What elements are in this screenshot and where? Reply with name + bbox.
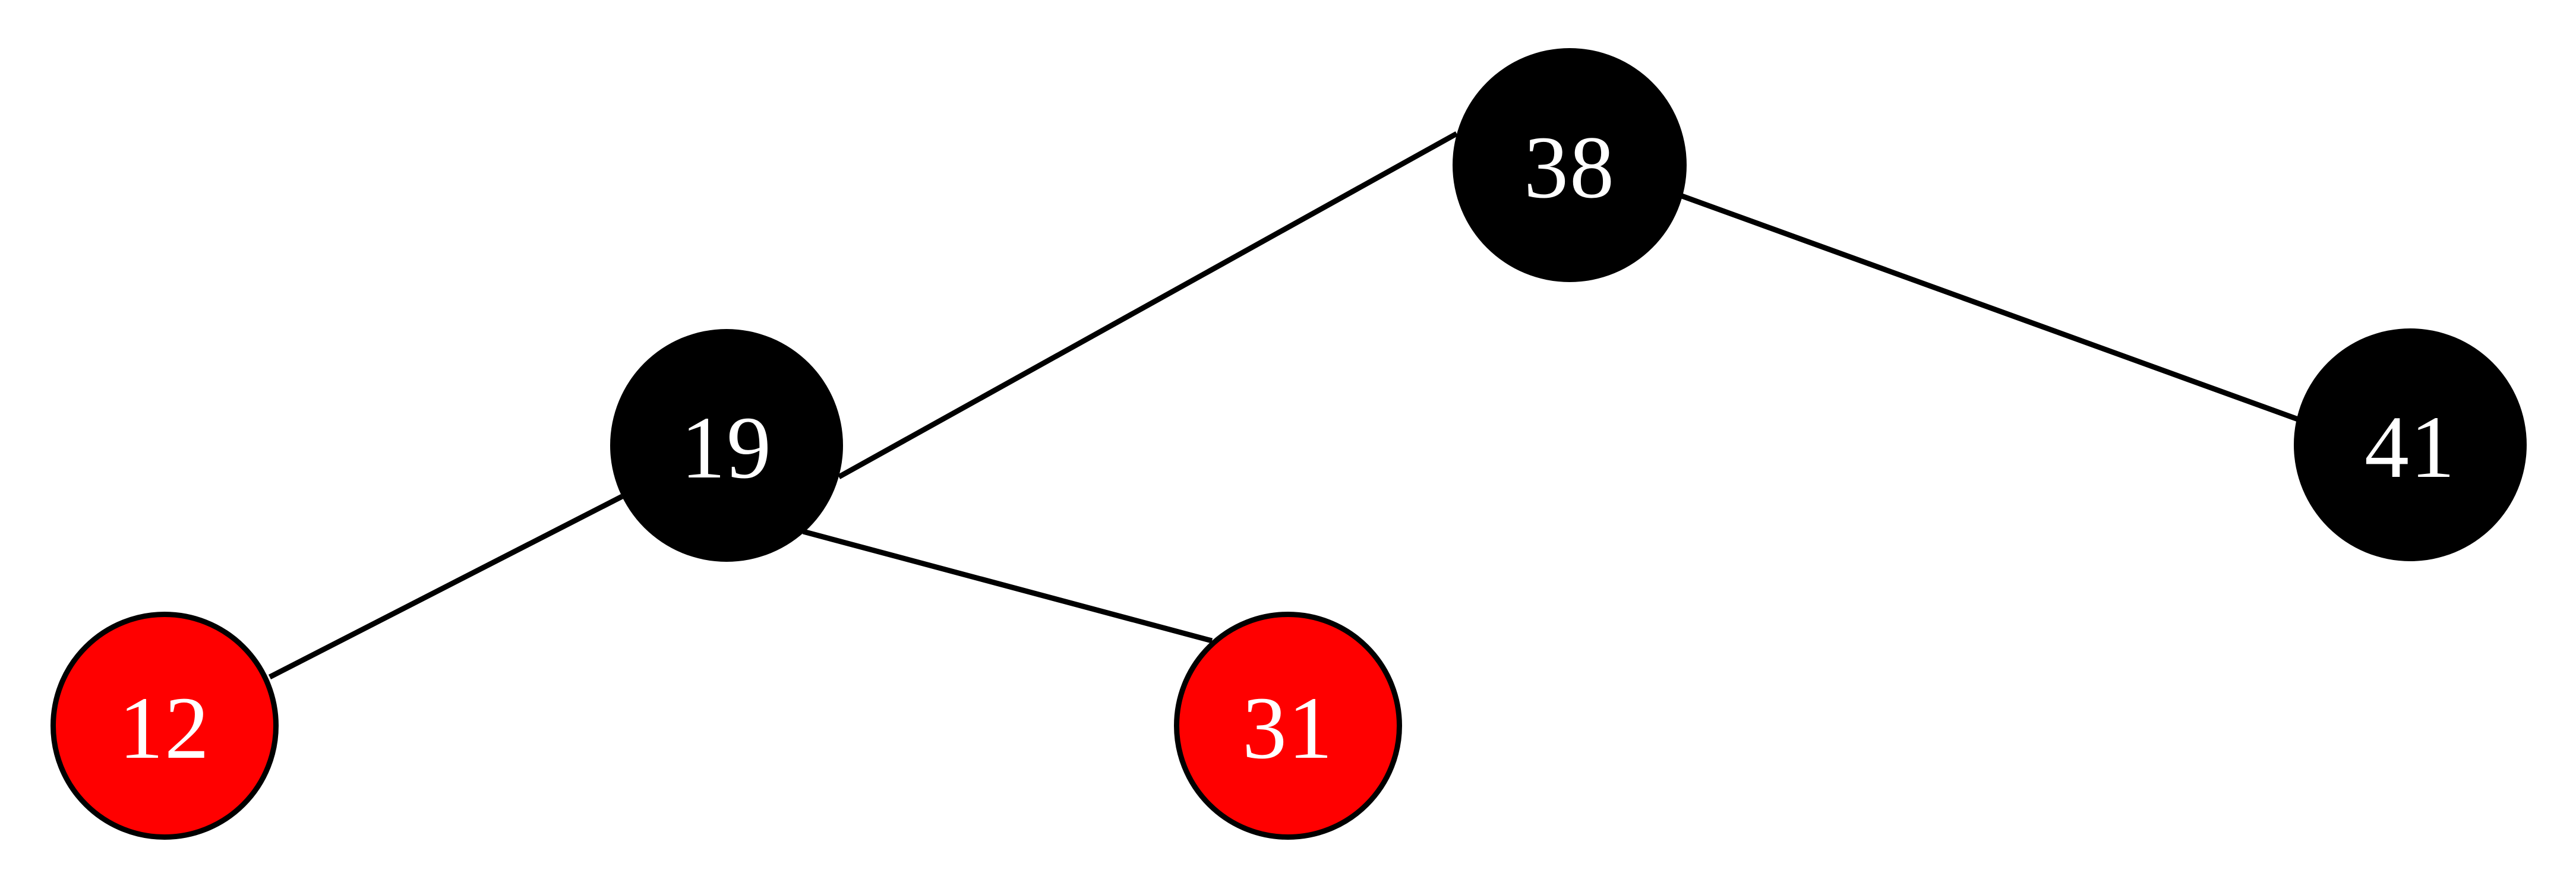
node-circle-black[interactable] (1453, 48, 1687, 282)
node-label: 19 (681, 398, 772, 497)
tree-node-41[interactable]: 41 (2294, 328, 2527, 561)
edge-layer (268, 131, 2299, 680)
node-circle-red[interactable] (50, 612, 279, 840)
node-label: 31 (1242, 679, 1334, 777)
node-circle-black[interactable] (610, 329, 843, 562)
tree-node-19[interactable]: 19 (610, 329, 843, 562)
tree-node-31[interactable]: 31 (1174, 612, 1402, 840)
tree-node-12[interactable]: 12 (50, 612, 279, 840)
tree-edge-n19-to-n12 (268, 494, 624, 680)
tree-edge-n38-to-n19 (837, 131, 1459, 479)
node-label: 38 (1524, 118, 1615, 217)
node-label: 41 (2365, 398, 2456, 496)
tree-edge-n38-to-n41 (1681, 193, 2299, 422)
node-circle-black[interactable] (2294, 328, 2527, 561)
node-layer: 38 19 41 12 31 (50, 48, 2527, 840)
tree-node-38[interactable]: 38 (1453, 48, 1687, 282)
tree-edge-n19-to-n31 (802, 529, 1213, 644)
node-circle-red[interactable] (1174, 612, 1402, 840)
node-label: 12 (119, 679, 210, 777)
